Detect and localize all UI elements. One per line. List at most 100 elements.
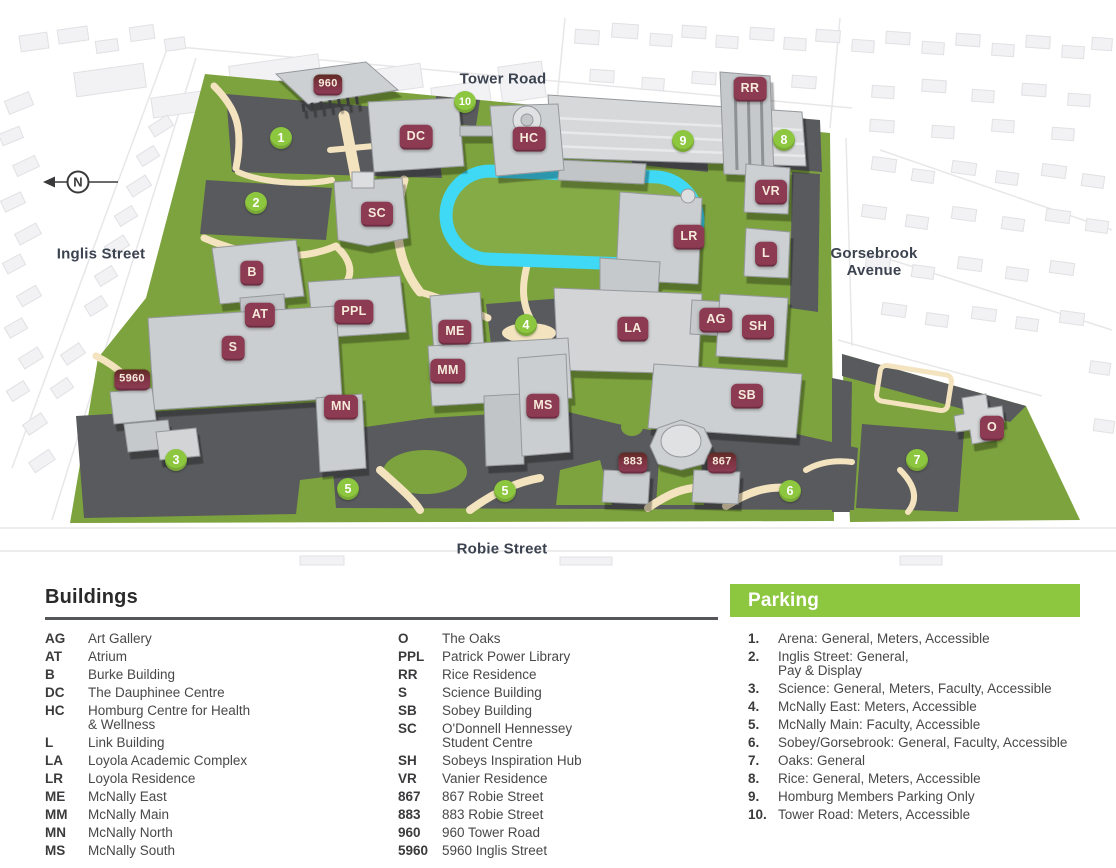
north-letter: N [73, 175, 82, 190]
building-badge-883: 883 [618, 452, 648, 474]
building-code: LR [45, 771, 63, 786]
building-badge-dc: DC [399, 124, 433, 150]
parking-marker-6: 6 [779, 480, 801, 502]
parking-desc: Oaks: General [778, 753, 866, 768]
building-code: AT [45, 649, 62, 664]
campus-map-svg [0, 17, 1116, 566]
north-arrowhead [43, 176, 55, 188]
street-label-gorsebrook-avenue: Gorsebrook Avenue [830, 245, 918, 279]
building-badge-ms: MS [526, 393, 560, 419]
building-name: Patrick Power Library [442, 649, 571, 664]
parking-desc: Homburg Members Parking Only [778, 789, 975, 804]
building-name: McNally North [88, 825, 173, 840]
building-badge-rr: RR [733, 76, 767, 102]
parking-entry: 3.Science: General, Meters, Faculty, Acc… [748, 682, 1093, 696]
parking-entry: 9. Homburg Members Parking Only [748, 790, 1093, 804]
parking-desc: Arena: General, Meters, Accessible [778, 631, 990, 646]
building-name: 5960 Inglis Street [442, 843, 548, 858]
building-entry: AG Art Gallery [45, 632, 380, 646]
parking-entry: 8. Rice: General, Meters, Accessible [748, 772, 1093, 786]
building-name: Loyola Residence [88, 771, 196, 786]
building-code: B [45, 667, 55, 682]
building-code: 883 [398, 807, 421, 822]
parking-marker-7: 7 [906, 449, 928, 471]
offcampus-buildings [0, 22, 1116, 566]
parking-entry: 4.McNally East: Meters, Accessible [748, 700, 1093, 714]
building-entry: ME McNally East [45, 790, 380, 804]
building-entry: 5960 5960 Inglis Street [398, 844, 718, 858]
building-name: 883 Robie Street [442, 807, 544, 822]
parking-desc: Rice: General, Meters, Accessible [778, 771, 981, 786]
building-entry: 883 883 Robie Street [398, 808, 718, 822]
parking-entry: 7.Oaks: General [748, 754, 1093, 768]
street-label-inglis-street: Inglis Street [56, 245, 146, 263]
building-entry: SC O'Donnell Hennessey Student Centre [398, 722, 718, 750]
building-badge-l: L [755, 241, 777, 267]
building-code: MS [45, 843, 66, 858]
building-name: McNally South [88, 843, 176, 858]
parking-legend-title: Parking [748, 590, 820, 611]
building-code: SC [398, 721, 417, 736]
building-code: ME [45, 789, 66, 804]
building-name: Art Gallery [88, 631, 152, 646]
building-code: 960 [398, 825, 421, 840]
parking-marker-9: 9 [672, 130, 694, 152]
building-code: S [398, 685, 408, 700]
building-badge-867: 867 [707, 452, 737, 474]
building-name: The Oaks [442, 631, 501, 646]
building-badge-b: B [240, 260, 264, 286]
building-name: The Dauphinee Centre [88, 685, 225, 700]
parking-desc: McNally Main: Faculty, Accessible [778, 717, 981, 732]
building-badge-at: AT [244, 302, 276, 328]
building-badge-mn: MN [323, 394, 359, 420]
parking-marker-5a: 5 [337, 478, 359, 500]
building-name: Atrium [88, 649, 128, 664]
building-code: O [398, 631, 409, 646]
building-code: VR [398, 771, 417, 786]
parking-desc: Science: General, Meters, Faculty, Acces… [778, 681, 1052, 696]
building-badge-ppl: PPL [334, 299, 374, 325]
building-code: AG [45, 631, 66, 646]
building-badge-me: ME [438, 319, 472, 345]
building-name: Sobey Building [442, 703, 533, 718]
parking-entry: 10.Tower Road: Meters, Accessible [748, 808, 1093, 822]
building-badge-sc: SC [361, 201, 393, 227]
building-entry: O The Oaks [398, 632, 718, 646]
street-label-tower-road: Tower Road [459, 70, 547, 88]
parking-number: 9. [748, 789, 760, 804]
building-name: Sobeys Inspiration Hub [442, 753, 582, 768]
building-badge-lr: LR [673, 224, 705, 250]
parking-desc: Tower Road: Meters, Accessible [778, 807, 971, 822]
building-name: O'Donnell Hennessey Student Centre [442, 721, 573, 750]
building-name: Link Building [88, 735, 165, 750]
building-badge-960: 960 [313, 74, 343, 96]
oaks-path-loop [873, 362, 955, 414]
parking-marker-4: 4 [515, 314, 537, 336]
building-badge-s: S [221, 335, 245, 361]
parking-entry: 5. McNally Main: Faculty, Accessible [748, 718, 1093, 732]
buildings-legend-rule [45, 617, 718, 620]
building-code: 5960 [398, 843, 429, 858]
building-badge-o: O [979, 415, 1005, 441]
parking-legend-list: 1.Arena: General, Meters, Accessible 2.I… [748, 632, 1093, 826]
parking-entry: 2.Inglis Street: General, Pay & Display [748, 650, 1093, 678]
building-name: McNally East [88, 789, 167, 804]
building-entry: LR Loyola Residence [45, 772, 380, 786]
parking-number: 8. [748, 771, 760, 786]
building-badge-la: LA [617, 316, 649, 342]
parking-number: 5. [748, 717, 760, 732]
parking-marker-2: 2 [245, 192, 267, 214]
parking-number: 4. [748, 699, 760, 714]
buildings-legend-title: Buildings [45, 586, 138, 608]
parking-entry: 1.Arena: General, Meters, Accessible [748, 632, 1093, 646]
